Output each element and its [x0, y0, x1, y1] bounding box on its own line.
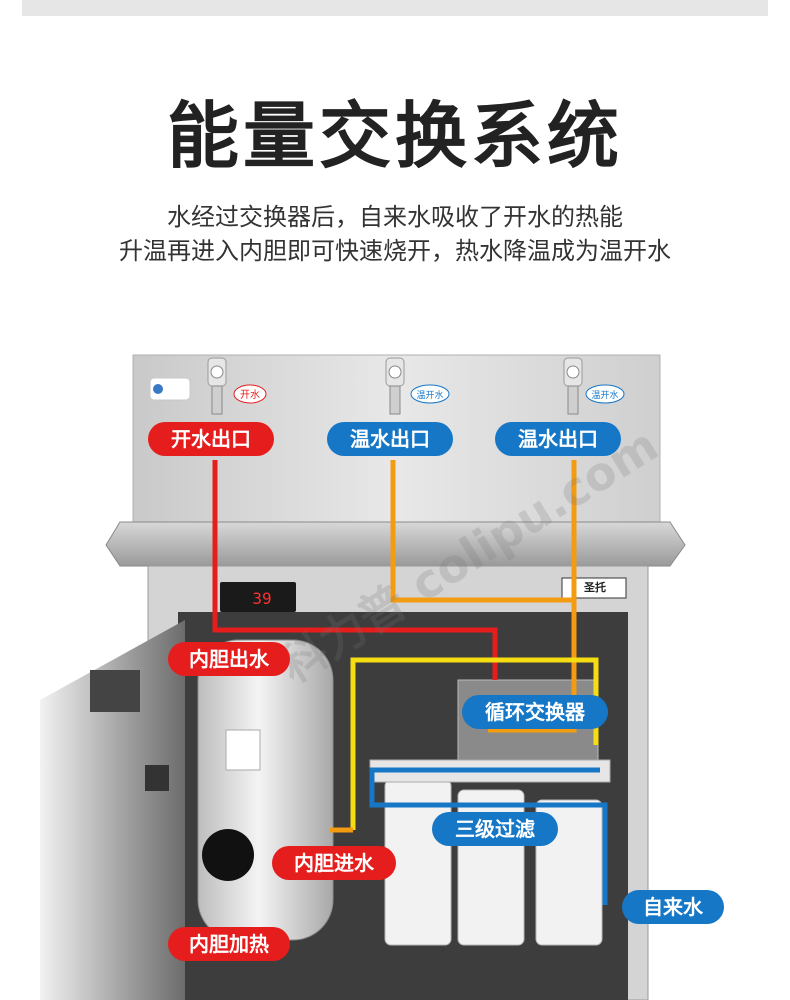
page-title: 能量交换系统: [166, 93, 623, 178]
door-switch: [145, 765, 169, 791]
badge-warm-1: 温开水: [410, 384, 450, 404]
faucet-warm-2: [563, 357, 583, 415]
label-hot-outlet: 开水出口: [148, 422, 274, 456]
label-filter: 三级过滤: [432, 812, 558, 846]
badge-warm-2: 温开水: [585, 384, 625, 404]
label-tap-water: 自来水: [622, 890, 724, 924]
top-border-bar: [22, 0, 768, 16]
label-tank-in: 内胆进水: [272, 846, 396, 880]
badge-hot: 开水: [233, 384, 267, 404]
tank-sticker: [225, 729, 261, 771]
cabinet-door: [40, 620, 185, 1000]
subtitle-line-1: 水经过交换器后，自来水吸收了开水的热能: [167, 203, 623, 231]
flow-line-warm-1: [390, 460, 574, 603]
svg-text:39: 39: [252, 589, 271, 608]
flow-line-tap-water: [369, 767, 608, 905]
svg-text:圣托: 圣托: [583, 580, 606, 594]
faucet-warm-1: [385, 357, 405, 415]
label-warm-outlet-2: 温水出口: [495, 422, 621, 456]
label-heating: 内胆加热: [168, 927, 290, 961]
subtitle-line-2: 升温再进入内胆即可快速烧开，热水降温成为温开水: [119, 237, 671, 265]
door-control-box: [90, 670, 140, 712]
tank-heater-valve: [202, 829, 254, 881]
faucet-hot: [207, 357, 227, 415]
label-exchanger: 循环交换器: [462, 695, 608, 729]
flow-line-hot: [212, 460, 498, 680]
label-warm-outlet-1: 温水出口: [327, 422, 453, 456]
panel-logo: [149, 377, 191, 401]
svg-text:温开水: 温开水: [416, 389, 443, 401]
digital-display: 39: [220, 582, 296, 612]
flow-line-warm-2: [488, 460, 577, 733]
label-tank-out: 内胆出水: [168, 642, 290, 676]
svg-text:开水: 开水: [240, 389, 260, 401]
svg-text:温开水: 温开水: [591, 389, 618, 401]
brand-plate: 圣托: [561, 577, 627, 599]
